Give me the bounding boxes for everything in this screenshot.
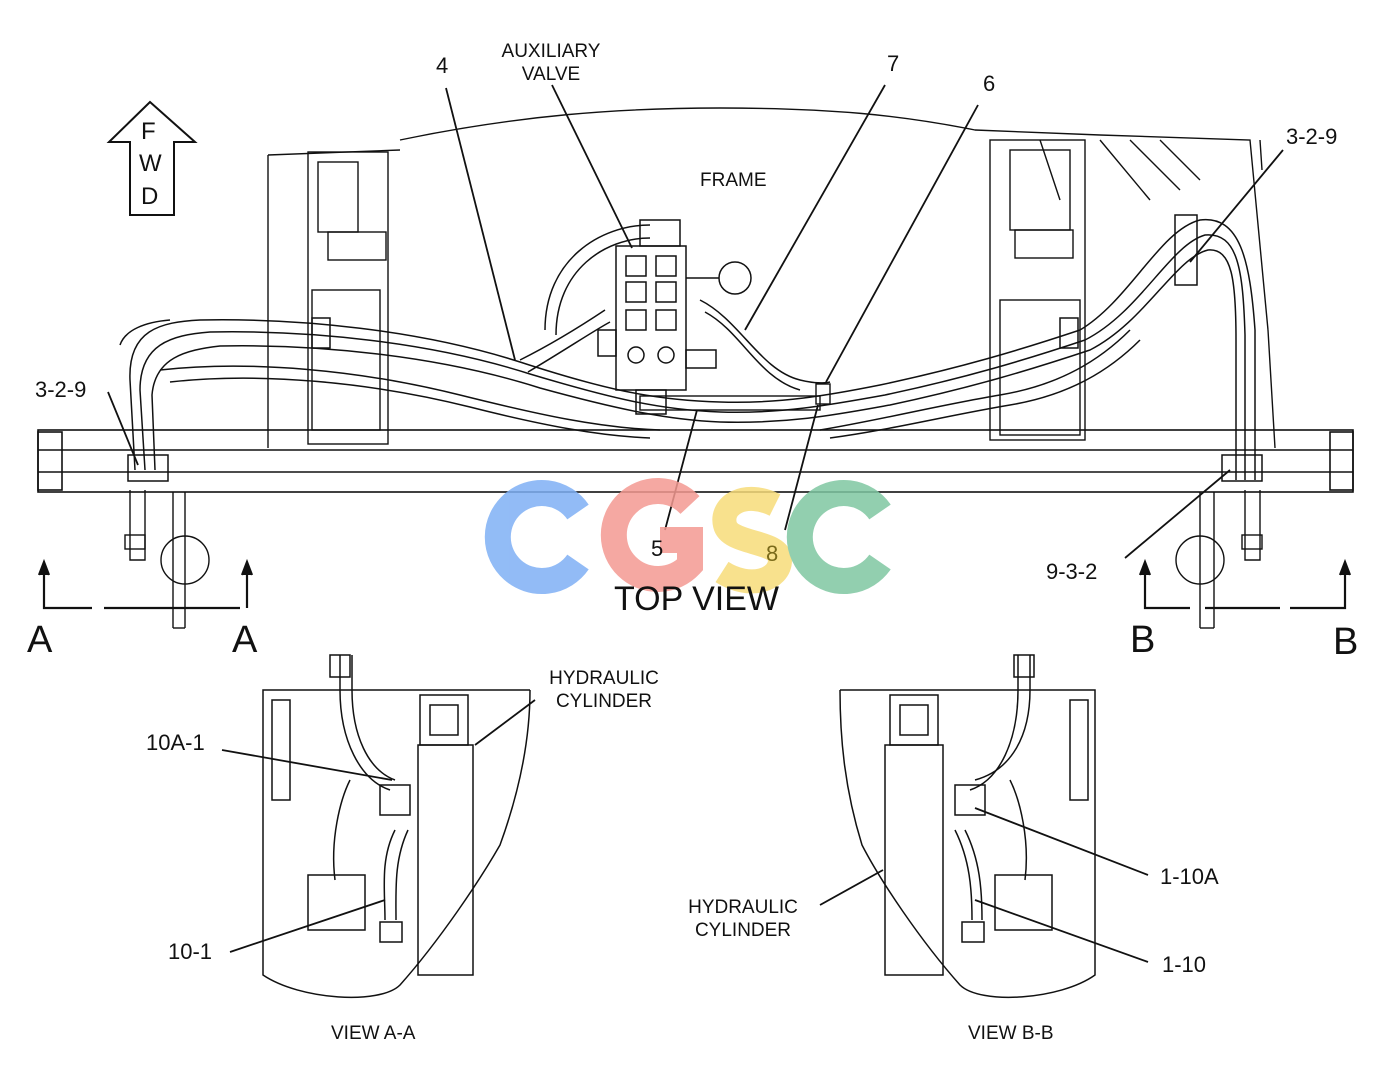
view-b-b-drawing [819,654,1149,999]
callout-7: 7 [887,51,900,76]
hydraulic-cylinder-label-a: HYDRAULIC CYLINDER [549,668,659,712]
section-a-left: A [27,619,53,661]
top-view-label: TOP VIEW [614,580,780,618]
watermark-s [712,486,793,594]
watermark-c1 [484,480,589,594]
section-line-a [37,558,254,610]
watermark-c2 [786,480,891,594]
watermark-g [600,478,703,592]
frame-label: FRAME [700,170,767,191]
fwd-letter-d: D [141,183,159,210]
hose-to-valve [519,224,831,391]
cross-beam [37,429,1354,493]
lower-fittings [124,490,1263,629]
view-a-a-drawing [221,654,536,999]
section-a-right: A [232,619,258,661]
auxiliary-valve-label: AUXILIARY VALVE [501,41,601,85]
fwd-letter-w: W [139,150,162,177]
callout-3-2-9-right: 3-2-9 [1286,124,1338,149]
leader-lines [107,84,1284,559]
watermark [484,478,891,594]
frame-outline [267,107,1276,449]
callout-4: 4 [436,53,449,78]
callout-10-1: 10-1 [168,939,213,964]
hose-clamps [127,214,1263,482]
callout-1-10: 1-10 [1162,952,1207,977]
fwd-arrow-icon [106,100,198,216]
callout-8: 8 [766,541,779,566]
callout-10a-1: 10A-1 [146,730,205,755]
callout-1-10a: 1-10A [1160,864,1219,889]
view-a-a-label: VIEW A-A [331,1023,416,1044]
callout-9-3-2: 9-3-2 [1046,559,1098,584]
section-line-b [1138,558,1352,610]
section-b-right: B [1333,621,1359,663]
callout-5: 5 [651,536,664,561]
fwd-letter-f: F [141,118,156,145]
auxiliary-valve-block [597,219,752,415]
view-b-b-label: VIEW B-B [968,1023,1054,1044]
section-b-left: B [1130,619,1156,661]
valve-bar [639,383,831,411]
hydraulic-cylinder-label-b: HYDRAULIC CYLINDER [688,897,798,941]
callout-3-2-9-left: 3-2-9 [35,377,87,402]
callout-6: 6 [983,71,996,96]
